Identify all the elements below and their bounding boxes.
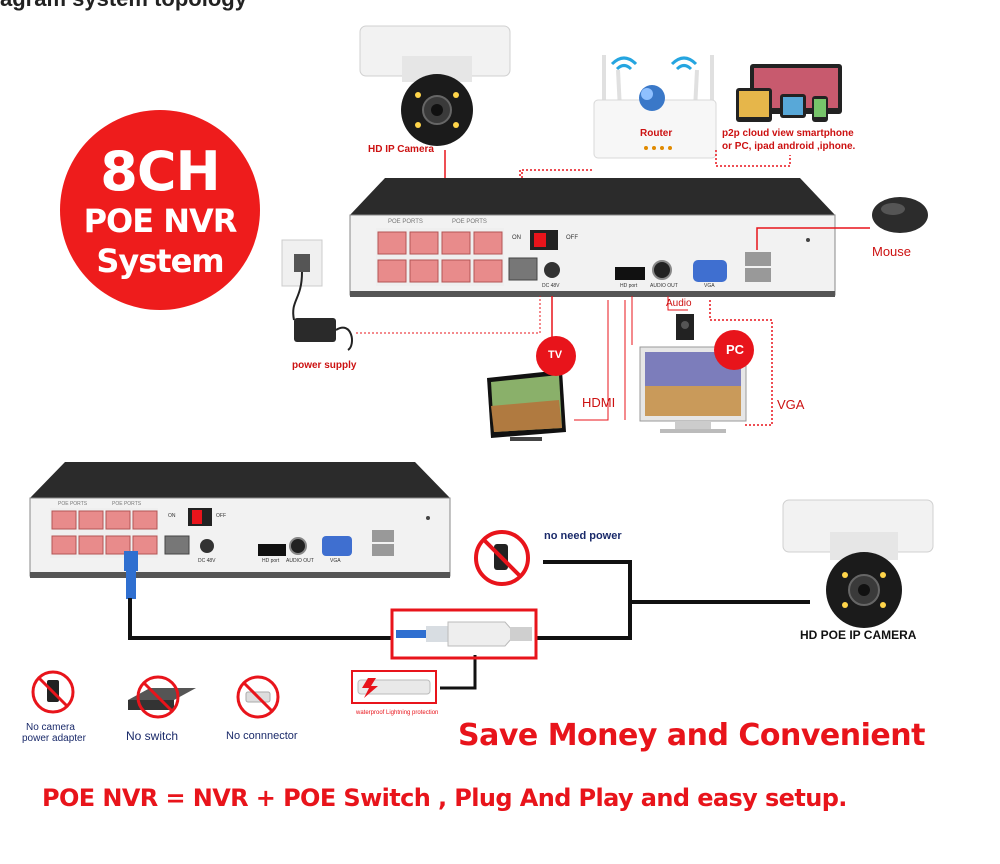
nvr-top-hdport-label: HD port: [620, 283, 638, 289]
tagline-formula: POE NVR = NVR + POE Switch , Plug And Pl…: [42, 784, 847, 812]
badge-line-poe-nvr: POE NVR: [83, 202, 238, 240]
label-power-supply: power supply: [292, 360, 357, 371]
ethernet-plug-icon: [124, 551, 138, 599]
label-p2p-line2: or PC, ipad android ,iphone.: [722, 141, 856, 152]
nvr-top-vga-label: VGA: [704, 283, 715, 289]
nvr-top-poe-ports-label: POE PORTS: [388, 219, 423, 225]
header-text-cut: agram system topology: [0, 0, 247, 12]
speaker-icon: [676, 314, 694, 340]
label-router: Router: [640, 128, 673, 139]
tv-icon: [487, 336, 576, 441]
nvr-top-on-label: ON: [512, 235, 521, 241]
nvr-top-audio-out-label: AUDIO OUT: [650, 283, 678, 289]
label-hd-poe-ip-camera: HD POE IP CAMERA: [800, 628, 917, 642]
label-no-adapter-line2: power adapter: [22, 733, 86, 744]
badge-line-system: System: [96, 242, 224, 280]
nvr-bottom-audio-out-label: AUDIO OUT: [286, 558, 314, 564]
badge-8ch: 8CH POE NVR System: [60, 110, 260, 310]
label-hd-ip-camera: HD IP Camera: [368, 144, 434, 155]
no-camera-adapter-icon: [31, 670, 75, 714]
label-no-adapter-line1: No camera: [26, 722, 75, 733]
label-vga: VGA: [777, 397, 805, 412]
nvr-bottom-off-label: OFF: [216, 513, 226, 519]
nvr-bottom-vga-label: VGA: [330, 558, 341, 564]
label-audio: Audio: [666, 298, 692, 309]
label-mouse: Mouse: [872, 244, 912, 259]
no-connector-icon: [236, 675, 280, 719]
label-no-connector: No connnector: [226, 730, 298, 742]
nvr-bottom-dc-label: DC 48V: [198, 558, 216, 564]
label-no-switch: No switch: [126, 729, 179, 743]
label-hdmi: HDMI: [582, 395, 616, 410]
no-power-adapter-icon: [474, 530, 530, 586]
ptz-camera-top-icon: [359, 25, 511, 146]
devices-icon: [736, 64, 842, 122]
nvr-bottom-poe-ports-label: POE PORTS: [58, 501, 88, 507]
mouse-icon: [872, 197, 928, 233]
pc-monitor-icon: [639, 330, 754, 433]
nvr-top-off-label: OFF: [566, 235, 578, 241]
label-tv-badge: TV: [548, 349, 563, 361]
badge-line-8ch: 8CH: [100, 140, 220, 203]
no-switch-icon: [128, 675, 196, 719]
ptz-camera-bottom-icon: [782, 499, 934, 628]
nvr-bottom-on-label: ON: [168, 513, 176, 519]
nvr-top-body: [349, 178, 836, 297]
router-icon: [593, 55, 717, 159]
power-supply-icon: [281, 239, 353, 351]
label-p2p-line1: p2p cloud view smartphone: [722, 128, 854, 139]
label-pc-badge: PC: [726, 342, 745, 357]
label-waterproof: waterproof Lightning protection: [356, 710, 439, 716]
waterproof-connector-icon: [396, 621, 532, 647]
nvr-bottom-hdport-label: HD port: [262, 558, 280, 564]
nvr-top-dc-label: DC 48V: [542, 283, 560, 289]
label-no-need-power: no need power: [544, 530, 622, 542]
nvr-bottom-body: [29, 462, 451, 578]
nvr-bottom-poe-ports-label-2: POE PORTS: [112, 501, 142, 507]
nvr-top-poe-ports-label-2: POE PORTS: [452, 219, 487, 225]
tagline-save-money: Save Money and Convenient: [458, 718, 925, 753]
